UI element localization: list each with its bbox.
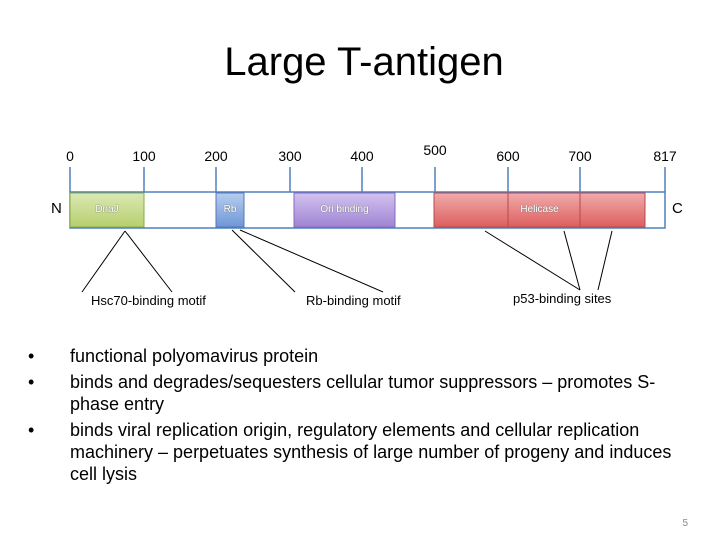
domain-ori-label: Ori binding (320, 204, 369, 215)
n-terminus-label: N (51, 200, 62, 217)
bullet-text: binds viral replication origin, regulato… (70, 420, 672, 484)
connector-rb-left (231, 229, 296, 293)
scale-tick-label: 300 (278, 148, 302, 164)
domain-dnaj-label: DnaJ (95, 204, 119, 215)
slide-title: Large T-antigen (224, 40, 504, 84)
bullet-text: functional polyomavirus protein (70, 346, 319, 366)
scale-tick-label: 600 (496, 148, 520, 164)
motif-rb-label: Rb-binding motif (306, 293, 401, 308)
scale-tick-label: 500 (423, 142, 447, 158)
connector-p53-2 (563, 230, 581, 291)
domain-rb-box (215, 192, 245, 228)
scale-tick-label: 100 (132, 148, 156, 164)
motif-p53-label: p53-binding sites (513, 291, 612, 306)
connector-hsc70-left (81, 230, 126, 293)
motif-hsc70-label: Hsc70-binding motif (91, 293, 206, 308)
domain-helicase-box (433, 192, 646, 228)
motif-connectors (81, 229, 613, 293)
bullet-item: • binds and degrades/sequesters cellular … (28, 371, 698, 415)
domain-helicase-label: Helicase (520, 204, 559, 215)
connector-p53-1 (484, 230, 581, 291)
bullet-item: • binds viral replication origin, regulat… (28, 419, 698, 485)
page-number: 5 (682, 518, 688, 529)
scale-tick-label: 817 (653, 148, 677, 164)
bullet-marker: • (28, 420, 35, 440)
connector-rb-right (239, 229, 384, 293)
scale-tick-label: 200 (204, 148, 228, 164)
connector-p53-3 (597, 230, 613, 291)
helicase-dividers (507, 193, 581, 227)
bullet-marker: • (28, 346, 35, 366)
scale-tick-label: 700 (568, 148, 592, 164)
bullet-marker: • (28, 372, 35, 392)
domain-ori-box (293, 192, 396, 228)
scale-tick-label: 0 (66, 148, 74, 164)
connector-hsc70-right (124, 230, 173, 293)
bullet-item: • functional polyomavirus protein (28, 345, 698, 367)
c-terminus-label: C (672, 200, 683, 217)
scale-tick-marks (69, 167, 666, 192)
domain-rb-label: Rb (223, 204, 237, 215)
bullet-text: binds and degrades/sequesters cellular t… (70, 372, 656, 414)
bullet-list: • functional polyomavirus protein • binds … (28, 345, 698, 489)
domain-dnaj-box (69, 192, 145, 228)
scale-tick-label: 400 (350, 148, 374, 164)
